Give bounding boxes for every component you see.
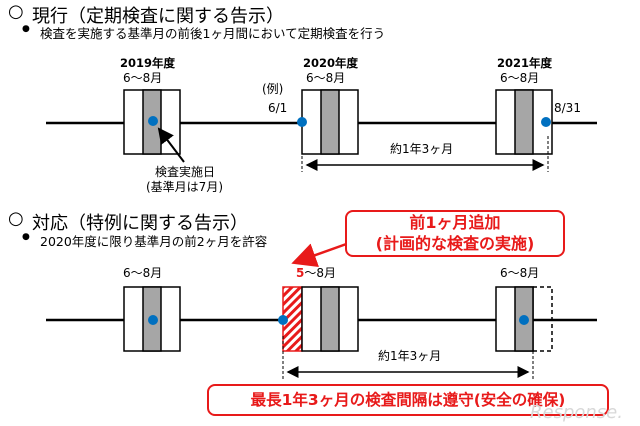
s1-start-dot <box>297 117 307 127</box>
s2-period-box-2020 <box>282 286 359 352</box>
bottom-notice-box <box>207 384 609 416</box>
s1-period-box-2020 <box>301 89 359 155</box>
s2-months-2019: 6～8月 <box>123 266 163 280</box>
callout-line1: 前1ヶ月追加 <box>409 213 501 232</box>
s1-months-2019: 6～8月 <box>123 71 163 85</box>
callout-line2: (計画的な検査の実施) <box>375 234 535 253</box>
section2-bullet: ● <box>22 232 30 242</box>
section1-note: 検査を実施する基準月の前後1ヶ月間において定期検査を行う <box>40 26 386 41</box>
callout-box <box>345 210 565 257</box>
s1-year-2020: 2020年度 <box>303 56 359 70</box>
s2-inspection-dot-2019 <box>148 315 158 325</box>
s1-start-date: 6/1 <box>268 101 288 115</box>
s2-end-dot <box>519 315 529 325</box>
s1-months-2020: 6～8月 <box>306 71 346 85</box>
s1-span-label: 約1年3ヶ月 <box>390 142 454 156</box>
s1-months-2021: 6～8月 <box>500 71 540 85</box>
s2-months-2020-rest: ～8月 <box>304 266 336 280</box>
s1-end-dot <box>541 117 551 127</box>
s1-year-2021: 2021年度 <box>497 56 553 70</box>
section1-marker: ○ <box>8 1 24 22</box>
s1-base-month-label: (基準月は7月) <box>146 180 223 194</box>
section1-title: 現行（定期検査に関する告示） <box>32 6 284 27</box>
s1-period-box-2021 <box>495 89 553 155</box>
s2-months-2020: 5～8月 <box>296 264 336 281</box>
callout-arrow <box>291 240 353 268</box>
s1-pointer-arrow <box>157 127 185 163</box>
watermark-logo: Response. <box>530 402 623 423</box>
s1-year-2019: 2019年度 <box>120 56 176 70</box>
s2-months-2021: 6～8月 <box>500 266 540 280</box>
section2-title: 対応（特例に関する告示） <box>32 213 248 234</box>
s2-span-label: 約1年3ヶ月 <box>378 349 442 363</box>
s2-start-dot <box>278 315 288 325</box>
s1-inspection-dot-2019 <box>148 116 158 126</box>
bottom-notice-text: 最長1年3ヶ月の検査間隔は遵守(安全の確保) <box>250 391 566 409</box>
section1-bullet: ● <box>22 24 30 34</box>
section2-marker: ○ <box>8 208 24 229</box>
s1-example-label: (例) <box>262 82 284 96</box>
s2-months-2020-num: 5 <box>296 266 305 280</box>
s1-end-date: 8/31 <box>554 101 581 115</box>
section2-note: 2020年度に限り基準月の前2ヶ月を許容 <box>40 234 268 249</box>
s1-inspection-day-label: 検査実施日 <box>155 165 216 179</box>
